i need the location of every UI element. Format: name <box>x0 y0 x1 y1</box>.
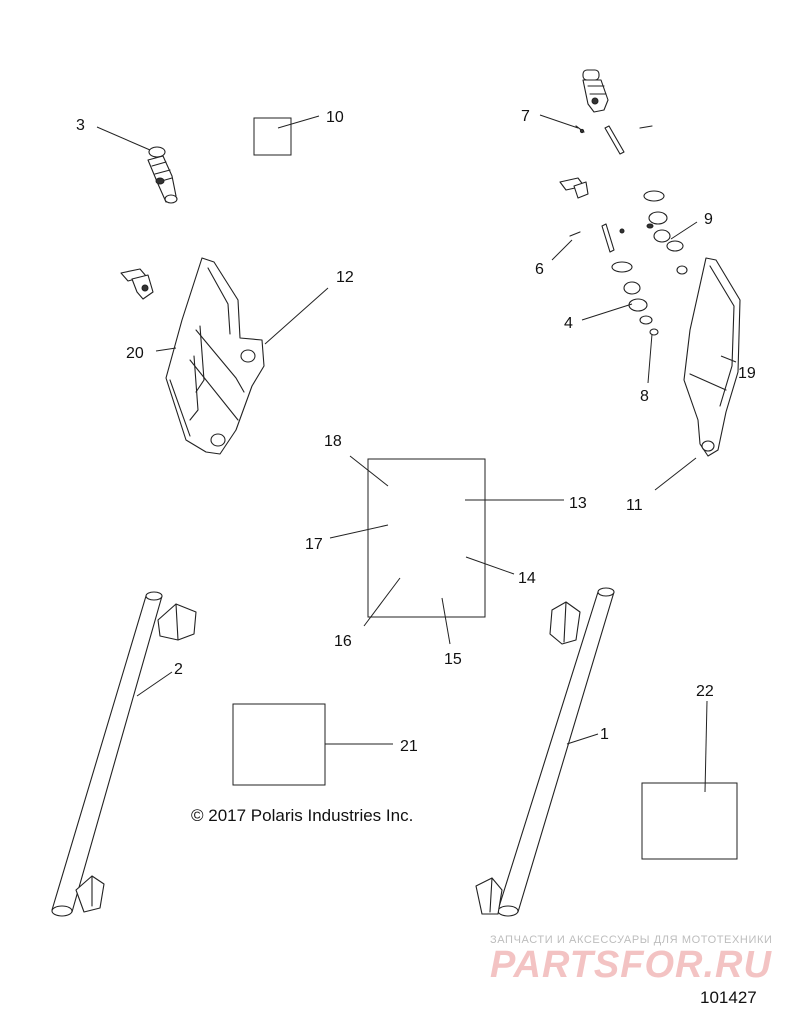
callout-8: 8 <box>640 388 649 405</box>
callout-labels: 1 2 3 4 6 7 8 9 10 11 12 13 14 15 16 17 … <box>76 108 756 755</box>
callout-1: 1 <box>600 726 609 743</box>
copyright-notice: © 2017 Polaris Industries Inc. <box>191 806 414 825</box>
part-6-pin <box>569 223 625 253</box>
callout-16: 16 <box>334 633 352 650</box>
part-3-latch <box>147 146 178 204</box>
part-7-screw <box>575 125 585 134</box>
callout-18: 18 <box>324 433 342 450</box>
part-4-bushing-stack <box>611 261 659 336</box>
part-20-mount-plate <box>165 257 265 455</box>
callout-12: 12 <box>336 269 354 286</box>
part-2-rail <box>51 591 197 917</box>
callout-3: 3 <box>76 117 85 134</box>
callout-6: 6 <box>535 261 544 278</box>
callout-14: 14 <box>518 570 536 587</box>
callout-20: 20 <box>126 345 144 362</box>
callout-21: 21 <box>400 738 418 755</box>
part-10-label <box>253 117 292 156</box>
part-bolt-small <box>639 125 653 129</box>
label-sheet <box>367 458 486 618</box>
part-pin-upper <box>604 125 625 155</box>
part-21-label <box>232 703 326 786</box>
watermark-brand-logo: PARTSFOR.RU <box>490 944 772 986</box>
part-19-mount-plate <box>683 257 741 457</box>
callout-11: 11 <box>626 497 643 514</box>
part-latch-small <box>559 177 589 199</box>
part-22-label <box>641 782 738 860</box>
leader-lines <box>96 114 737 793</box>
part-latch-left <box>120 268 154 300</box>
callout-13: 13 <box>569 495 587 512</box>
part-bushing-stack-upper <box>643 190 688 275</box>
callout-19: 19 <box>738 365 756 382</box>
callout-10: 10 <box>326 109 344 126</box>
callout-4: 4 <box>564 315 573 332</box>
callout-22: 22 <box>696 683 714 700</box>
callout-9: 9 <box>704 211 713 228</box>
part-1-rail <box>475 587 615 917</box>
callout-2: 2 <box>174 661 183 678</box>
callout-15: 15 <box>444 651 462 668</box>
figure-number: 101427 <box>700 988 757 1007</box>
part-right-latch <box>582 69 609 113</box>
callout-7: 7 <box>521 108 530 125</box>
callout-17: 17 <box>305 536 323 553</box>
watermark-tagline: ЗАПЧАСТИ И АКСЕССУАРЫ ДЛЯ МОТОТЕХНИКИ <box>490 934 773 946</box>
